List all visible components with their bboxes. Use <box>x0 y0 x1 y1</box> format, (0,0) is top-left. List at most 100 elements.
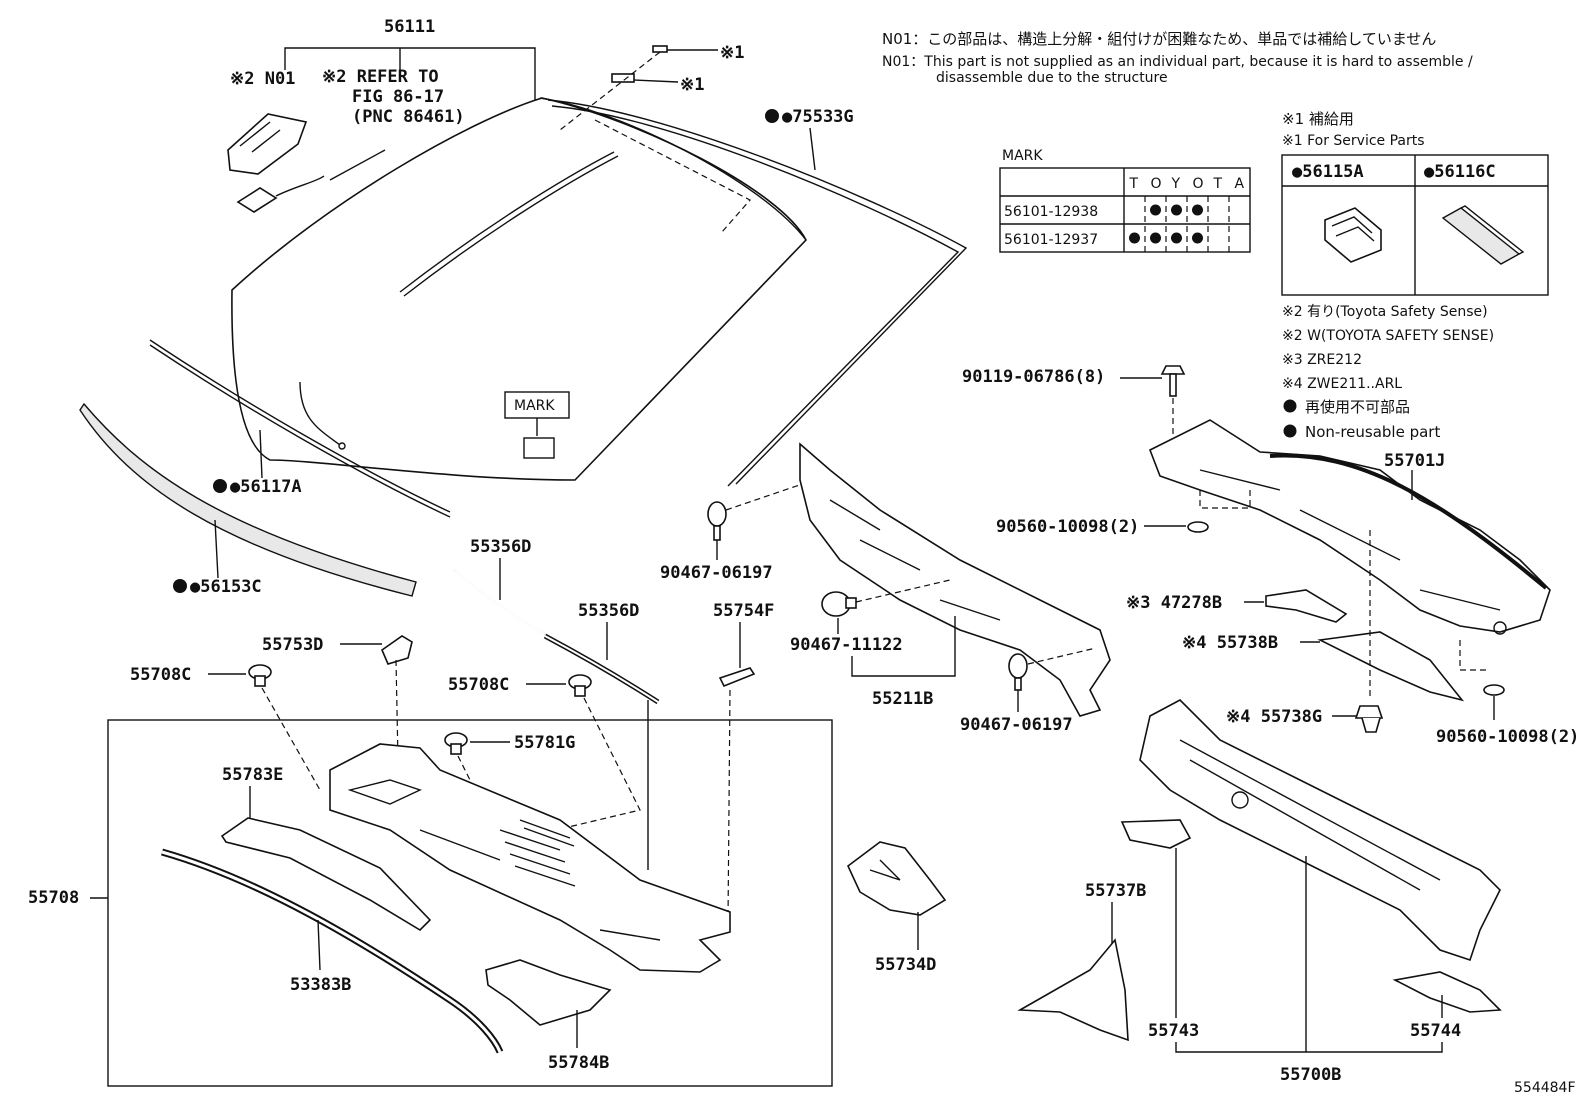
mark-table-title: MARK <box>1002 148 1043 164</box>
service-part-small-1 <box>652 45 668 53</box>
label-55784B: 55784B <box>548 1053 609 1073</box>
label-s1a: ※1 <box>720 43 744 63</box>
label-55753D: 55753D <box>262 635 323 655</box>
label-55754F: 55754F <box>713 601 774 621</box>
label-55743: 55743 <box>1148 1021 1199 1041</box>
clip-part-icon <box>1324 207 1382 263</box>
windshield-molding <box>547 99 968 485</box>
note-s4: ※4 ZWE211..ARL <box>1282 376 1402 392</box>
clip-55738G <box>1354 705 1384 733</box>
label-55708C-b: 55708C <box>448 675 509 695</box>
cover-55738B <box>1317 631 1465 702</box>
mark-dot <box>1150 232 1161 244</box>
clip-55754F <box>718 667 756 688</box>
cowl-top-panel <box>329 743 731 973</box>
label-55708: 55708 <box>28 888 79 908</box>
note-s1-en: ※1 For Service Parts <box>1282 133 1425 149</box>
mark-dot <box>1150 204 1161 216</box>
pad-part-icon <box>1441 205 1525 265</box>
figure-code: 554484F <box>1514 1080 1576 1096</box>
label-56111: 56111 <box>384 17 435 37</box>
bolt-90119-06786 <box>1160 365 1186 397</box>
note-s1-ja: ※1 補給用 <box>1282 110 1354 128</box>
label-90467-06197-a: 90467-06197 <box>660 563 773 583</box>
label-75533G: ●75533G <box>782 107 854 127</box>
label-55734D: 55734D <box>875 955 936 975</box>
label-refer-3: (PNC 86461) <box>352 107 465 127</box>
mark-row-pn: 56101-12938 <box>1004 204 1098 220</box>
bracket-55743 <box>1120 819 1192 849</box>
bullet-icon <box>173 579 187 593</box>
label-refer-2: FIG 86-17 <box>352 87 444 107</box>
note-s3: ※3 ZRE212 <box>1282 352 1362 368</box>
mark-header-letter: O <box>1151 176 1162 192</box>
label-47278B: ※3 47278B <box>1126 593 1222 613</box>
seal-55783E <box>220 817 432 932</box>
note-s2-en: ※2 W(TOYOTA SAFETY SENSE) <box>1282 328 1494 344</box>
label-55356D-b: 55356D <box>578 601 639 621</box>
sensor-wire-part <box>236 175 325 213</box>
mark-tag-sticker <box>523 437 555 459</box>
service-part-56115A: ●56115A <box>1292 162 1364 182</box>
label-56117A: ●56117A <box>230 477 302 497</box>
label-55738B: ※4 55738B <box>1182 633 1278 653</box>
note-nonreuse-ja: 再使用不可部品 <box>1305 398 1410 416</box>
bullet-icon <box>213 479 227 493</box>
label-55700B: 55700B <box>1280 1065 1341 1085</box>
assembly-box-55708 <box>107 719 833 1087</box>
service-part-56116C: ●56116C <box>1424 162 1496 182</box>
label-55356D-a: 55356D <box>470 537 531 557</box>
note-n01-en-2: disassemble due to the structure <box>936 70 1168 86</box>
washer-90560-b <box>1483 684 1505 696</box>
label-90560-a: 90560-10098(2) <box>996 517 1139 537</box>
mark-dot <box>1129 232 1140 244</box>
mark-dot <box>1192 204 1203 216</box>
cover-55784B <box>485 959 612 1026</box>
label-refer-1: ※2 REFER TO <box>322 67 439 87</box>
label-55708C-a: 55708C <box>130 665 191 685</box>
label-90560-b: 90560-10098(2) <box>1436 727 1579 747</box>
note-nonreuse-en: Non-reusable part <box>1305 423 1440 441</box>
service-part-small-2 <box>611 73 635 83</box>
mark-header-letter: Y <box>1171 176 1181 192</box>
service-parts-box: ●56115A ●56116C <box>1281 154 1549 296</box>
label-90467-11122: 90467-11122 <box>790 635 903 655</box>
strip-53383B <box>161 848 504 1054</box>
label-55211B: 55211B <box>872 689 933 709</box>
note-n01-en-1: N01：This part is not supplied as an indi… <box>882 54 1473 70</box>
panel-55211B <box>799 442 1111 717</box>
label-55781G: 55781G <box>514 733 575 753</box>
label-55744: 55744 <box>1410 1021 1461 1041</box>
bracket-55737B <box>1017 938 1129 1042</box>
mark-header-letter: A <box>1235 176 1245 192</box>
mark-dot <box>1171 204 1182 216</box>
bracket-55744 <box>1392 971 1502 1013</box>
panel-55701J <box>1148 419 1551 635</box>
washer-90560-a <box>1187 521 1209 533</box>
strip-56153C <box>79 402 417 597</box>
mark-header-letter: O <box>1193 176 1204 192</box>
clip-55708C-a <box>248 664 272 687</box>
label-55738G: ※4 55738G <box>1226 707 1322 727</box>
clip-90467-06197-a <box>707 501 727 541</box>
panel-55700B <box>1139 699 1501 962</box>
label-90119-06786: 90119-06786(8) <box>962 367 1105 387</box>
label-55701J: 55701J <box>1384 451 1445 471</box>
clip-90467-06197-b <box>1008 653 1028 691</box>
bullet-icon <box>765 109 779 123</box>
bracket-55734D <box>847 841 947 916</box>
label-90467-06197-b: 90467-06197 <box>960 715 1073 735</box>
bullet-icon <box>1283 399 1297 413</box>
clip-90467-11122 <box>821 591 857 617</box>
mark-tag-label: MARK <box>514 398 555 414</box>
label-53383B: 53383B <box>290 975 351 995</box>
strip-56117A <box>149 339 451 513</box>
label-s1b: ※1 <box>680 75 704 95</box>
label-56153C: ●56153C <box>190 577 262 597</box>
note-s2-ja: ※2 有り(Toyota Safety Sense) <box>1282 304 1488 320</box>
label-55737B: 55737B <box>1085 881 1146 901</box>
label-n01: ※2 N01 <box>230 69 295 89</box>
bracket-47278B <box>1265 589 1348 623</box>
